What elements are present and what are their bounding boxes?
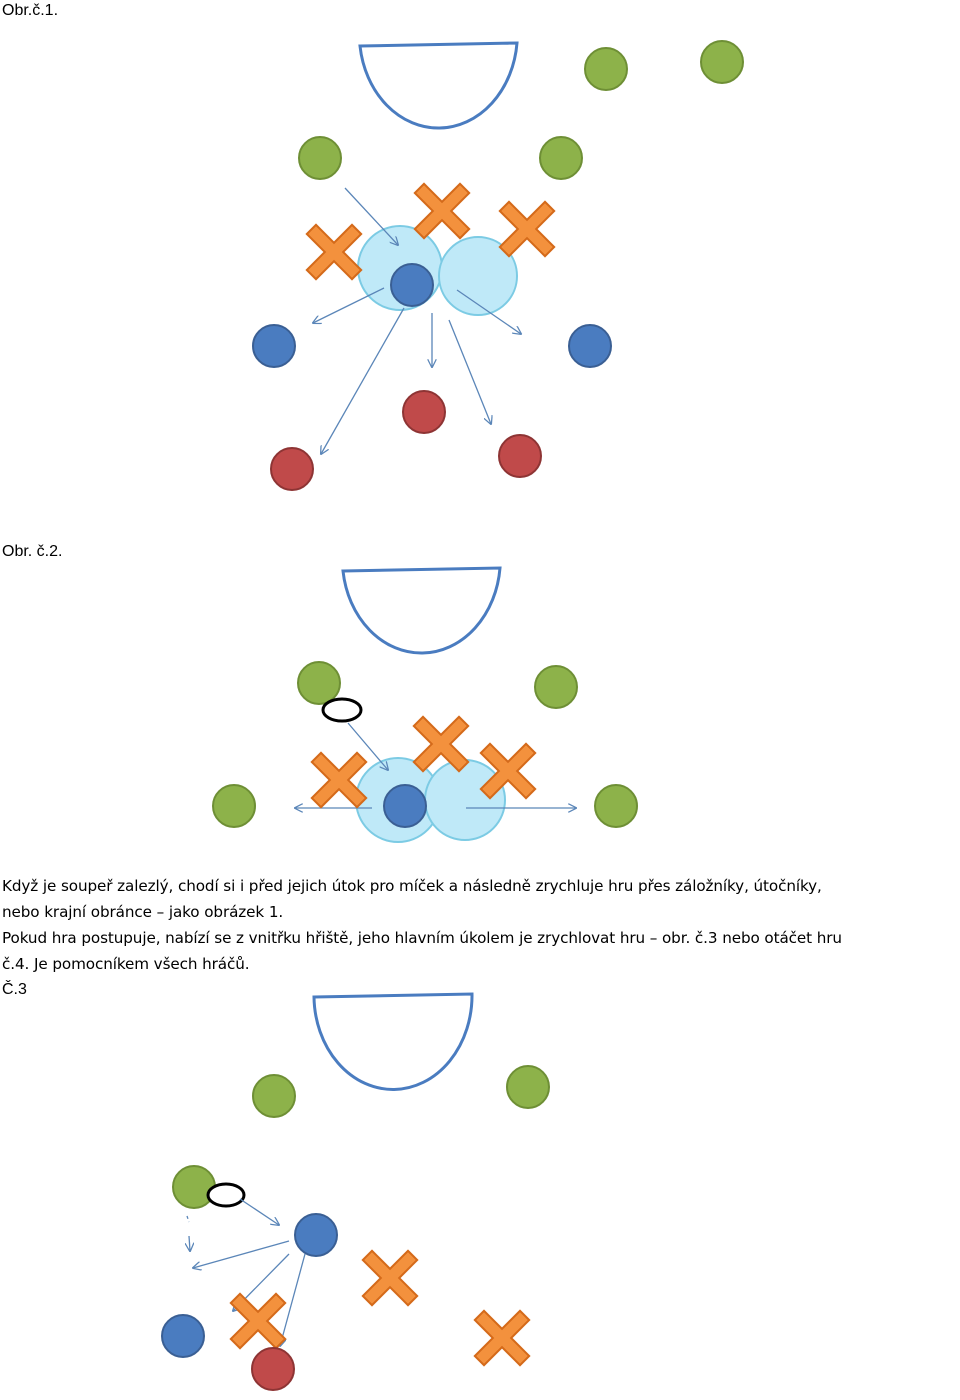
opponent-cross	[479, 742, 537, 800]
player-red	[402, 390, 446, 434]
player-red	[270, 447, 314, 491]
opponent-cross	[305, 223, 363, 281]
ball	[206, 1182, 246, 1208]
opponent-cross	[229, 1292, 287, 1350]
opponents	[305, 182, 556, 281]
player-green	[252, 1074, 296, 1118]
figure-1	[252, 40, 744, 491]
player-green	[298, 136, 342, 180]
description-line-1: Když je soupeř zalezlý, chodí si i před …	[2, 877, 822, 895]
player-blue-central	[390, 263, 434, 307]
arrow	[186, 1215, 190, 1223]
opponents	[229, 1249, 531, 1367]
goal-area	[312, 992, 474, 1091]
ball	[321, 697, 363, 723]
description-line-4: č.4. Je pomocníkem všech hráčů.	[2, 955, 250, 973]
blue-players	[252, 263, 612, 368]
figure-3	[161, 992, 550, 1391]
description-line-3: Pokud hra postupuje, nabízí se z vnitřku…	[2, 929, 842, 947]
player-green	[534, 665, 578, 709]
green-players	[172, 1065, 550, 1209]
opponent-cross	[413, 182, 471, 240]
player-blue	[568, 324, 612, 368]
pass-arrows	[313, 187, 521, 454]
player-red	[498, 434, 542, 478]
green-players	[212, 661, 638, 828]
player-blue	[252, 324, 296, 368]
arrow	[344, 187, 398, 245]
opponent-cross	[310, 751, 368, 809]
player-green	[584, 47, 628, 91]
arrow	[321, 307, 405, 454]
arrow	[280, 1253, 306, 1346]
arrow	[347, 722, 388, 770]
player-green	[212, 784, 256, 828]
player-green	[297, 661, 341, 705]
goal-area	[341, 566, 502, 655]
pass-arrows	[295, 722, 576, 808]
figure-label-2: Obr. č.2.	[2, 543, 63, 560]
arrow	[193, 1240, 290, 1268]
figure-label-3: Č.3	[2, 981, 27, 998]
player-green	[506, 1065, 550, 1109]
player-green	[172, 1165, 216, 1209]
support-zone	[438, 236, 518, 316]
player-blue-central	[294, 1213, 338, 1257]
player-green	[700, 40, 744, 84]
arrow	[456, 289, 521, 334]
arrow	[448, 319, 491, 424]
opponent-cross	[473, 1309, 531, 1367]
player-green	[594, 784, 638, 828]
support-zone	[424, 759, 506, 841]
opponents	[310, 715, 537, 809]
figure-label-1: Obr.č.1.	[2, 2, 59, 19]
green-players	[298, 40, 744, 180]
arrow	[313, 287, 385, 323]
opponent-cross	[412, 715, 470, 773]
arrow	[239, 1198, 279, 1225]
goal-area	[358, 41, 519, 130]
red-players	[270, 390, 542, 491]
opponent-cross	[498, 200, 556, 258]
opponent-cross	[361, 1249, 419, 1307]
player-green	[539, 136, 583, 180]
pass-arrows	[186, 1198, 306, 1346]
arrow	[189, 1235, 190, 1251]
figure-2	[212, 566, 638, 843]
description-line-2: nebo krajní obránce – jako obrázek 1.	[2, 903, 284, 921]
player-blue-central	[383, 784, 427, 828]
player-blue	[161, 1314, 205, 1358]
player-red	[251, 1347, 295, 1391]
